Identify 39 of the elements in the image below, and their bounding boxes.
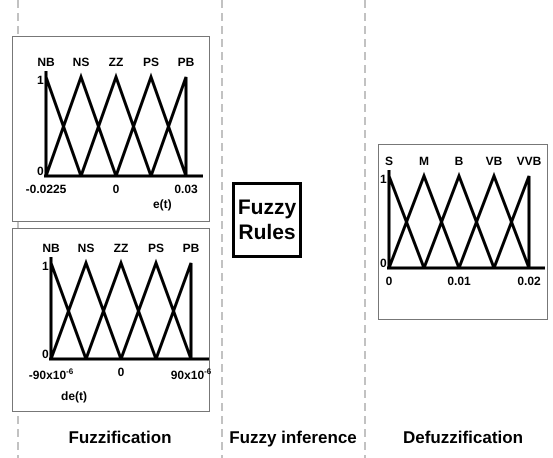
membership-label: VB	[486, 154, 502, 168]
axis-tick-label: 0	[42, 347, 49, 361]
axis-tick-label: 90x10$^{-6}$	[170, 366, 212, 382]
axis-tick-label: 0	[386, 274, 392, 288]
membership-label: ZZ	[114, 241, 128, 255]
axis-tick-label: 0	[112, 182, 120, 196]
section-heading: Fuzzy inference	[229, 428, 357, 448]
axis-tick-label: 1	[42, 259, 49, 273]
axis-tick-label: 0	[37, 164, 44, 178]
plot-panel	[378, 144, 548, 320]
membership-label: NB	[42, 241, 60, 255]
axis-tick-label: -0.0225	[26, 182, 66, 196]
axis-tick-label: 0	[118, 365, 124, 379]
membership-label: S	[385, 154, 393, 168]
axis-tick-label: -90x10$^{-6}$	[28, 366, 74, 382]
axis-tick-label: 1	[37, 73, 44, 87]
axis-tick-label: 1	[380, 172, 387, 186]
membership-label: PS	[148, 241, 164, 255]
process-box: Fuzzy Rules	[232, 182, 302, 258]
membership-label: NS	[72, 55, 90, 69]
axis-tick-label: 0.03	[174, 182, 198, 196]
section-heading: Fuzzification	[68, 428, 172, 448]
membership-label: PB	[182, 241, 200, 255]
axis-tick-label: 0.02	[517, 274, 541, 288]
membership-label: B	[454, 154, 464, 168]
membership-label: VVB	[516, 154, 542, 168]
membership-label: NB	[37, 55, 55, 69]
axis-tick-label: 0.01	[447, 274, 471, 288]
axis-tick-label: 0	[380, 256, 387, 270]
membership-label: PB	[178, 55, 194, 69]
axis-title: de(t)	[61, 389, 87, 403]
plot-panel	[12, 228, 210, 412]
membership-label: PS	[143, 55, 159, 69]
section-heading: Defuzzification	[403, 428, 523, 448]
membership-label: ZZ	[108, 55, 124, 69]
membership-label: NS	[78, 241, 94, 255]
membership-label: M	[419, 154, 429, 168]
axis-title: e(t)	[153, 197, 172, 211]
plot-panel	[12, 36, 210, 222]
